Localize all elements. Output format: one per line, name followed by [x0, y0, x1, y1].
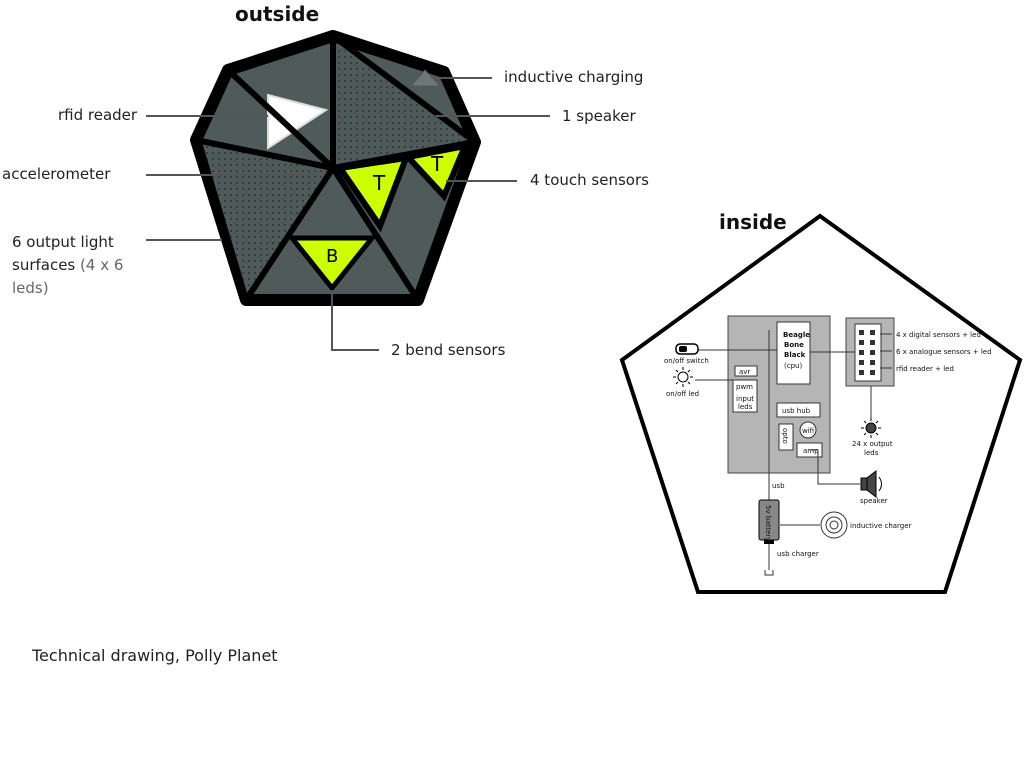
label-speaker: 1 speaker [562, 107, 636, 125]
wifi-block [799, 421, 817, 439]
bend-letter: B [326, 246, 338, 267]
svg-text:5v battery: 5v battery [764, 505, 772, 541]
svg-text:on/off switch: on/off switch [664, 357, 709, 365]
amp-block [796, 442, 823, 458]
rfid-face [267, 93, 329, 150]
label-rfid-reader: rfid reader [58, 106, 138, 124]
touch-letter-1: T [372, 171, 386, 195]
light-face [202, 142, 330, 296]
svg-text:4 x digital sensors + led: 4 x digital sensors + led [896, 331, 981, 339]
touch-letter-2: T [430, 152, 444, 176]
onoff-led-icon [673, 367, 693, 387]
svg-text:usb charger: usb charger [777, 550, 819, 558]
caption: Technical drawing, Polly Planet [32, 646, 278, 665]
speaker-face [337, 45, 468, 163]
label-touch-sensors: 4 touch sensors [530, 171, 649, 189]
outside-shape: T T B [190, 30, 481, 306]
svg-text:on/off led: on/off led [666, 390, 699, 398]
opto-block [778, 423, 794, 451]
label-bend-sensors: 2 bend sensors [391, 341, 506, 359]
svg-text:pwm: pwm [736, 383, 753, 391]
usb-plug-icon [764, 570, 774, 576]
label-output-light-3: leds) [12, 279, 49, 297]
svg-text:wifi: wifi [802, 427, 814, 435]
svg-text:speaker: speaker [860, 497, 888, 505]
connector-pins [859, 330, 875, 375]
inductive-face [409, 69, 442, 87]
speaker-icon [860, 469, 882, 499]
cpu-block [776, 321, 811, 385]
svg-text:6 x analogue sensors + led: 6 x analogue sensors + led [896, 348, 992, 356]
svg-text:avr: avr [739, 368, 750, 376]
svg-text:leds: leds [864, 449, 879, 457]
outside-title: outside [235, 2, 320, 26]
label-output-light-1: 6 output light [12, 233, 114, 251]
svg-text:amp: amp [803, 447, 819, 455]
bend-sensor-face [286, 235, 378, 293]
svg-text:Black: Black [784, 351, 806, 359]
inside-title: inside [719, 210, 787, 234]
avr-block [734, 365, 758, 377]
pwm-block [732, 379, 758, 413]
usb-hub-block [776, 402, 821, 418]
svg-text:24 x output: 24 x output [852, 440, 893, 448]
svg-text:(cpu): (cpu) [784, 362, 802, 370]
svg-text:rfid reader + led: rfid reader + led [896, 365, 954, 373]
output-leds-icon [861, 418, 881, 438]
svg-text:usb: usb [772, 482, 785, 490]
svg-text:Beagle: Beagle [783, 331, 810, 339]
outside-leaders [146, 77, 550, 351]
svg-text:opto: opto [781, 428, 789, 444]
inside-wiring [695, 330, 892, 570]
svg-text:leds: leds [738, 403, 753, 411]
label-output-light-2: surfaces (4 x 6 [12, 256, 124, 274]
label-accelerometer: accelerometer [2, 165, 111, 183]
label-inductive-charging: inductive charging [504, 68, 644, 86]
svg-text:inductive charger: inductive charger [850, 522, 912, 530]
svg-text:usb hub: usb hub [782, 407, 811, 415]
svg-text:Bone: Bone [784, 341, 804, 349]
inductive-charger-icon [820, 511, 848, 539]
svg-text:input: input [736, 395, 754, 403]
